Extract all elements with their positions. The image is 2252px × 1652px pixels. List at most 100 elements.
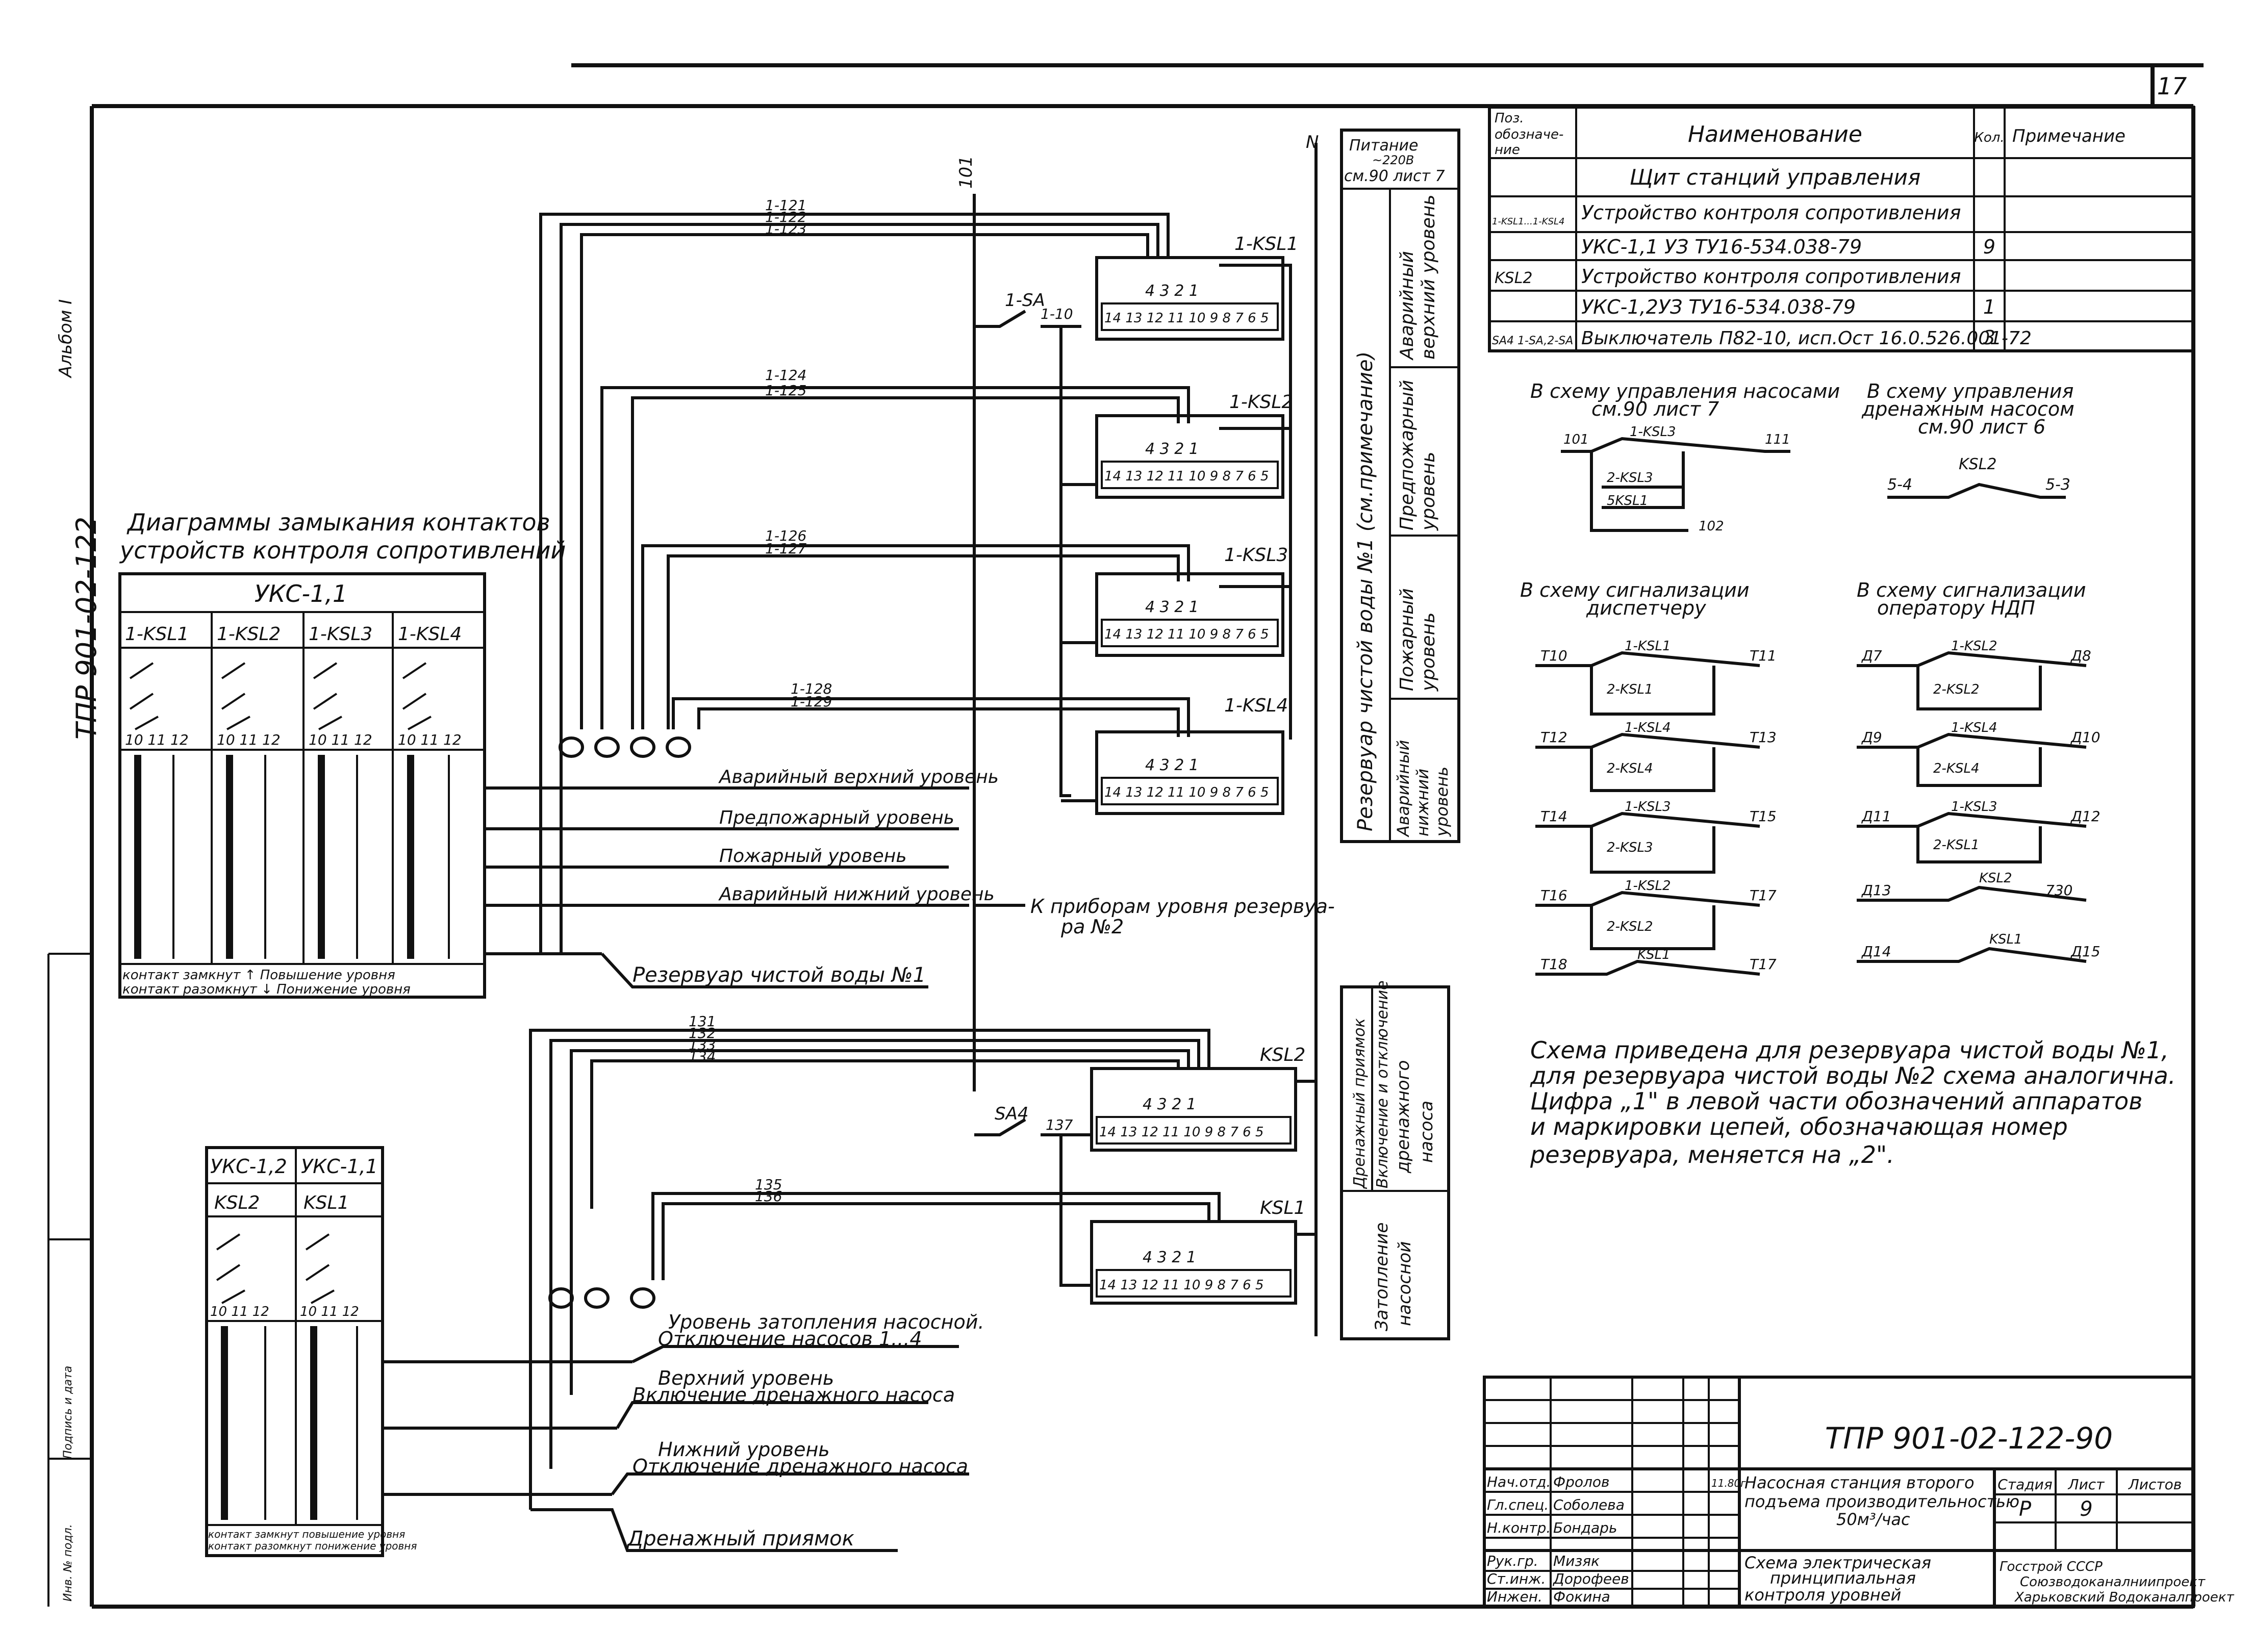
pump-control-heading-2: см.90 лист 7 (1591, 398, 1719, 420)
vertical-fire-1: Пожарный (1397, 588, 1418, 691)
wire-137: 137 (1046, 1116, 1073, 1133)
wire-131: 131 (689, 1013, 716, 1030)
vertical-label-column-lower (1340, 985, 1450, 1340)
relay-top-pins-3: 4 3 2 1 (1145, 598, 1199, 616)
relay-bottom-pins-2: 14 13 12 11 10 9 8 7 6 5 (1104, 469, 1269, 484)
level-flooding-line1: Уровень затопления насосной. (668, 1311, 984, 1333)
relay-bottom-pins-3: 14 13 12 11 10 9 8 7 6 5 (1104, 627, 1269, 642)
spec-header-note: Примечание (2012, 126, 2126, 146)
relay-top-pins-6: 4 3 2 1 (1143, 1249, 1196, 1266)
operator-circuit (1857, 651, 2087, 963)
spec-header-pos: Поз. (1495, 111, 1524, 126)
disp-t17: Т17 (1750, 887, 1777, 904)
sheet-number: 17 (2157, 72, 2187, 100)
title-names-2: Бондарь (1553, 1519, 1617, 1536)
pump-control-node-101: 101 (1563, 432, 1589, 447)
vertical-emergency-lower-2: нижний (1413, 769, 1432, 836)
wire-134: 134 (689, 1048, 716, 1065)
wire-1-127: 1-127 (765, 540, 807, 557)
relay-top-pins-4: 4 3 2 1 (1145, 756, 1199, 774)
wire-1-129: 1-129 (791, 693, 832, 710)
level-emergency-lower: Аварийный нижний уровень (718, 884, 995, 905)
power-supply-line3: см.90 лист 7 (1344, 167, 1445, 185)
spec-table (1488, 106, 2195, 352)
op-ksl2-a: 1-KSL2 (1951, 639, 1997, 654)
dispatcher-heading-2: диспетчеру (1586, 597, 1706, 619)
pump-control-node-101b: 102 (1699, 519, 1724, 534)
relay-label-ksl1-lower: KSL1 (1260, 1198, 1305, 1218)
title-project-line3: 50м³/час (1836, 1510, 1910, 1529)
spec-row-5-qty: 3 (1983, 326, 1995, 349)
wire-1-122: 1-122 (765, 209, 806, 225)
diagram-title-line2: устройств контроля сопротивлений (119, 537, 566, 564)
drain-pump-heading-3: см.90 лист 6 (1918, 416, 2045, 438)
vertical-pre-fire-2: уровень (1418, 452, 1439, 531)
vertical-emergency-upper-1: Аварийный (1397, 251, 1418, 361)
wiring-upper (485, 143, 1318, 1336)
op-ksl2-b: 2-KSL2 (1933, 682, 1980, 697)
drain-pump-heading-1: В схему управления (1867, 380, 2073, 402)
switch-sa4: SA4 (995, 1104, 1028, 1124)
disp-t15: Т15 (1750, 808, 1777, 825)
diagram-device-label: УКС-1,1 (255, 580, 348, 607)
spec-row-0-name: Щит станций управления (1630, 165, 1921, 190)
to-level-devices-line1: К приборам уровня резервуа- (1030, 895, 1335, 918)
side-stamp-bottom: Инв. № подл. (62, 1524, 74, 1602)
diagram2-device-b: УКС-1,1 (301, 1155, 378, 1178)
level-upper-drain-line1: Верхний уровень (658, 1367, 834, 1389)
relay-ksl2-lower (1090, 1067, 1297, 1152)
drainage-vertical-2: Включение и отключение (1374, 980, 1391, 1188)
op-d15: Д15 (2070, 943, 2101, 960)
diagram2-device-a: УКС-1,2 (210, 1155, 287, 1178)
relay-top-pins-2: 4 3 2 1 (1145, 440, 1199, 458)
op-d14: Д14 (1861, 943, 1891, 960)
level-lower-drain-line2: Отключение дренажного насоса (632, 1455, 968, 1478)
op-d10: Д10 (2070, 729, 2101, 746)
spec-row-2-qty: 9 (1983, 236, 1995, 258)
pump-control-node-2-ksl3: 2-KSL3 (1607, 470, 1653, 486)
spec-header-qty: Кол. (1974, 130, 2004, 145)
pump-control-node-111: 111 (1765, 432, 1790, 447)
spec-row-4-qty: 1 (1983, 296, 1995, 318)
diagram-terminals-4: 10 11 12 (398, 731, 462, 748)
power-supply-line1: Питание (1349, 137, 1418, 155)
wire-1-121: 1-121 (765, 197, 806, 214)
disp-ksl3-a: 1-KSL3 (1625, 799, 1671, 815)
drainage-vertical-3: дренажного (1393, 1060, 1413, 1174)
level-lower-drain-line1: Нижний уровень (658, 1438, 830, 1461)
note-line-3: Цифра „1" в левой части обозначений аппа… (1530, 1087, 2142, 1115)
title-sheet-name-1: Схема электрическая (1744, 1553, 1931, 1572)
disp-t10: Т10 (1540, 647, 1567, 664)
op-d13: Д13 (1861, 882, 1891, 899)
disp-ksl2-a: 1-KSL2 (1625, 878, 1671, 894)
drain-pump-circuit (1887, 482, 2066, 499)
to-level-devices-line2: ра №2 (1060, 916, 1124, 938)
level-emergency-upper: Аварийный верхний уровень (718, 767, 999, 787)
side-stamp-mid: Подпись и дата (62, 1366, 74, 1459)
title-roles-2: Н.контр. (1487, 1519, 1551, 1536)
disp-t17b: Т17 (1750, 956, 1777, 973)
disp-ksl3-b: 2-KSL3 (1607, 840, 1653, 855)
diagram-col-ksl4: 1-KSL4 (398, 624, 462, 645)
diagram2-col-b: KSL1 (303, 1192, 349, 1213)
diagram-terminals-3: 10 11 12 (309, 731, 372, 748)
disp-t14: Т14 (1540, 808, 1567, 825)
relay-1-ksl2 (1095, 414, 1284, 499)
diagram2-legend-line1: контакт замкнут повышение уровня (208, 1528, 405, 1540)
spec-row-3-name: Устройство контроля сопротивления (1581, 265, 1961, 288)
op-ksl2-c: KSL2 (1979, 871, 2012, 886)
note-line-1: Схема приведена для резервуара чистой во… (1530, 1036, 2169, 1064)
flooding-vertical-1: Затопление (1372, 1223, 1392, 1331)
drainage-vertical-1: Дренажный приямок (1351, 1018, 1369, 1189)
disp-ksl1-c: KSL1 (1637, 947, 1671, 962)
title-roles-4: Ст.инж. (1487, 1570, 1546, 1587)
disp-ksl4-b: 2-KSL4 (1607, 761, 1653, 776)
spec-row-3-pos: KSL2 (1495, 269, 1533, 287)
op-ksl4-b: 2-KSL4 (1933, 761, 1980, 776)
title-names-0: Фролов (1553, 1473, 1610, 1490)
diagram-title-line1: Диаграммы замыкания контактов (126, 509, 550, 536)
title-sheets-label: Листов (2128, 1476, 2182, 1493)
op-d7: Д7 (1861, 647, 1882, 664)
title-sheet-name-2: принципиальная (1770, 1568, 1916, 1588)
